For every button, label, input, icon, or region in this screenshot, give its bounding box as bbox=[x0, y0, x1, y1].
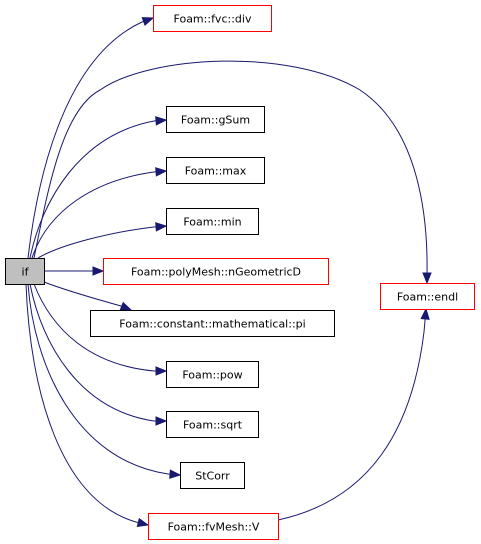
node-label: Foam::min bbox=[183, 216, 241, 229]
edge-line bbox=[29, 283, 155, 422]
node-box bbox=[166, 157, 265, 184]
node-box bbox=[380, 283, 475, 310]
edge-arrowhead bbox=[155, 167, 168, 177]
edge-line bbox=[29, 120, 155, 259]
node-label: if bbox=[22, 266, 30, 279]
edge-if-to-ngeometricd bbox=[44, 266, 105, 276]
node-box bbox=[166, 106, 265, 133]
node-box bbox=[148, 513, 279, 540]
node-ngeometricd[interactable]: Foam::polyMesh::nGeometricD bbox=[103, 258, 329, 285]
node-label: Foam::endl bbox=[397, 291, 458, 304]
edge-line bbox=[27, 283, 169, 475]
node-label: Foam::sqrt bbox=[183, 419, 243, 432]
node-fvmesh-v[interactable]: Foam::fvMesh::V bbox=[148, 513, 279, 540]
edge-arrowhead bbox=[420, 307, 430, 320]
node-box bbox=[90, 310, 335, 337]
node-fvc-div[interactable]: Foam::fvc::div bbox=[153, 5, 272, 32]
edge-line bbox=[277, 331, 425, 521]
node-box bbox=[166, 411, 259, 438]
edge-arrowhead bbox=[119, 301, 133, 311]
node-label: Foam::max bbox=[185, 165, 247, 178]
node-label: Foam::pow bbox=[182, 369, 242, 382]
edge-arrowhead bbox=[169, 469, 182, 479]
edge-if-to-stcorr bbox=[27, 283, 182, 479]
edge-if-to-sqrt bbox=[29, 283, 168, 426]
edge-if-to-gsum bbox=[29, 116, 168, 259]
node-label: StCorr bbox=[195, 470, 230, 483]
nodes-layer: if Foam::fvc::divFoam::gSumFoam::maxFoam:… bbox=[5, 5, 475, 540]
edge-if-to-pow bbox=[33, 283, 168, 376]
node-pi[interactable]: Foam::constant::mathematical::pi bbox=[90, 310, 335, 337]
node-max[interactable]: Foam::max bbox=[166, 157, 265, 184]
node-label: Foam::fvMesh::V bbox=[168, 521, 260, 534]
edge-line bbox=[33, 283, 155, 372]
node-stcorr[interactable]: StCorr bbox=[180, 462, 245, 489]
node-box bbox=[180, 462, 245, 489]
node-box bbox=[5, 258, 45, 285]
edge-if-to-fvmesh-v bbox=[25, 283, 150, 528]
edge-line bbox=[31, 171, 155, 259]
edges-layer bbox=[25, 17, 432, 528]
edge-line bbox=[27, 21, 143, 259]
node-box bbox=[153, 5, 272, 32]
node-box bbox=[166, 361, 259, 388]
node-gsum[interactable]: Foam::gSum bbox=[166, 106, 265, 133]
node-label: Foam::polyMesh::nGeometricD bbox=[131, 266, 301, 279]
edge-arrowhead bbox=[155, 416, 168, 426]
edge-if-to-fvc-div bbox=[27, 17, 155, 259]
node-pow[interactable]: Foam::pow bbox=[166, 361, 259, 388]
edge-line bbox=[43, 281, 122, 307]
node-endl[interactable]: Foam::endl bbox=[380, 283, 475, 310]
edge-line bbox=[25, 283, 137, 523]
edge-if-to-max bbox=[31, 167, 168, 259]
node-box bbox=[103, 258, 329, 285]
edge-if-to-min bbox=[37, 222, 168, 259]
edge-line bbox=[37, 226, 155, 259]
node-min[interactable]: Foam::min bbox=[166, 208, 259, 235]
edge-arrowhead bbox=[155, 366, 168, 376]
edge-arrowhead bbox=[422, 272, 432, 285]
edge-fvmesh-v-to-endl bbox=[277, 307, 430, 521]
edge-arrowhead bbox=[155, 116, 168, 126]
node-label: Foam::gSum bbox=[181, 114, 250, 127]
edge-if-to-pi bbox=[43, 281, 133, 311]
edge-arrowhead bbox=[136, 517, 150, 528]
edge-line bbox=[33, 60, 428, 276]
root-node-if: if bbox=[5, 258, 45, 285]
edge-if-to-endl bbox=[33, 60, 432, 285]
node-label: Foam::fvc::div bbox=[174, 13, 252, 26]
edge-arrowhead bbox=[155, 222, 168, 232]
edge-arrowhead bbox=[92, 266, 105, 276]
node-label: Foam::constant::mathematical::pi bbox=[119, 318, 305, 331]
edge-arrowhead bbox=[141, 17, 155, 27]
node-box bbox=[166, 208, 259, 235]
node-sqrt[interactable]: Foam::sqrt bbox=[166, 411, 259, 438]
